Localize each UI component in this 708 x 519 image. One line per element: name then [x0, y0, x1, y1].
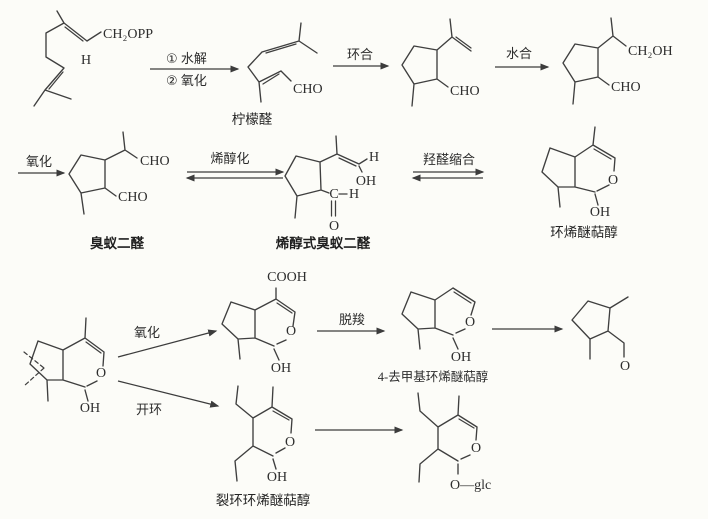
oh-label: OH	[271, 361, 291, 376]
molecule-secoiridoid-glucoside: O O—glc	[417, 392, 491, 493]
enol-oh-label: OH	[356, 174, 376, 189]
carbonyl-o-label: O	[329, 219, 339, 234]
molecule-hydroxy-aldehyde: CH₂OH CHO	[562, 17, 673, 105]
bonds	[33, 10, 102, 107]
bonds	[284, 135, 368, 219]
ring-o-label: O	[285, 435, 295, 450]
double-bonds	[458, 418, 475, 429]
carbonyl-h-label: H	[349, 187, 359, 202]
molecule-geranyl-pp: CH₂OPP H	[33, 10, 153, 107]
step-enolization-label: 烯醇化	[210, 151, 249, 166]
bonds	[29, 317, 105, 402]
enol-h-label: H	[369, 150, 379, 165]
bonds	[417, 392, 478, 483]
cho-label: CHO	[611, 80, 641, 95]
molecule-demethyl-iridoid: O OH 4-去甲基环烯醚萜醇	[378, 287, 488, 384]
arrow-oxidation-branch: 氧化	[117, 325, 218, 358]
ring-o-label: O	[465, 315, 475, 330]
double-bonds	[272, 410, 290, 421]
arrow-ring-opening: 开环	[117, 380, 220, 417]
arrow-hydrolysis-oxidation: ① 水解 ② 氧化	[150, 51, 240, 88]
arrow-hydration: 水合	[495, 46, 550, 71]
ring-o-label: O	[471, 441, 481, 456]
oh-label: OH	[267, 470, 287, 485]
double-bonds	[453, 291, 472, 304]
double-bonds	[276, 302, 293, 314]
molecule-cyclopentane-aldehyde: O	[571, 296, 630, 374]
double-bonds	[262, 43, 297, 85]
arrow-decarboxylation: 脱羧	[317, 312, 386, 335]
cooh-label: COOH	[267, 270, 307, 285]
ring-cho-label: CHO	[118, 190, 148, 205]
bonds	[571, 296, 629, 360]
carbonyl-c-label: C	[329, 187, 338, 202]
ring-cleavage-dashes	[23, 351, 45, 387]
oh-label: OH	[80, 401, 100, 416]
secoiridoid-name: 裂环环烯醚萜醇	[216, 492, 311, 508]
double-bonds	[48, 26, 84, 90]
oglc-label: O—glc	[450, 478, 491, 493]
molecule-iridoid-alcohol: O OH 环烯醚萜醇	[541, 126, 618, 240]
step-oxidation3-label: 氧化	[134, 325, 160, 340]
enol-iridodial-name: 烯醇式臭蚁二醛	[276, 235, 371, 251]
molecule-iridoid-acid: COOH O OH	[221, 270, 307, 376]
step-oxidation2-label: 氧化	[26, 154, 52, 169]
bonds	[541, 126, 616, 208]
side-cho-label: CHO	[140, 154, 170, 169]
double-bonds	[455, 36, 472, 49]
arrow-aldol-condensation: 羟醛缩合	[411, 152, 485, 182]
double-bonds	[330, 157, 357, 217]
molecule-citral: CHO 柠檬醛	[232, 22, 323, 127]
step-hydration-label: 水合	[506, 46, 532, 61]
molecule-iridoid-precursor: O OH	[23, 317, 106, 416]
reaction-arrow	[117, 329, 218, 358]
arrow-cyclization: 环合	[333, 47, 390, 70]
iridoid-alcohol-name: 环烯醚萜醇	[550, 224, 618, 240]
molecule-iridodial: CHO CHO 臭蚁二醛	[68, 131, 170, 251]
step-ring-opening-label: 开环	[136, 402, 162, 417]
arrow-oxidation: 氧化	[18, 154, 66, 177]
step-hydrolysis-label: ① 水解	[166, 51, 207, 66]
step-cyclization-label: 环合	[347, 47, 373, 62]
ch2oh-label: CH₂OH	[628, 44, 673, 59]
molecule-secoiridoid: O OH 裂环环烯醚萜醇	[216, 385, 311, 508]
step-aldol-label: 羟醛缩合	[423, 152, 475, 167]
bonds	[68, 131, 138, 215]
double-bonds	[593, 148, 612, 160]
molecule-cyclized-aldehyde: CHO	[401, 18, 480, 107]
oh-label: OH	[590, 205, 610, 220]
bonds	[562, 17, 627, 105]
cho-label: CHO	[450, 84, 480, 99]
iridodial-name: 臭蚁二醛	[90, 235, 144, 251]
citral-name: 柠檬醛	[232, 112, 273, 127]
bonds	[401, 18, 472, 107]
double-bonds	[85, 341, 102, 354]
demethyl-iridoid-name: 4-去甲基环烯醚萜醇	[378, 369, 488, 384]
ch2opp-label: CH₂OPP	[103, 27, 153, 42]
o-label: O	[620, 359, 630, 374]
arrow-enolization: 烯醇化	[185, 151, 285, 182]
ring-o-label: O	[286, 324, 296, 339]
bonds	[247, 22, 318, 103]
h-label: H	[81, 53, 91, 68]
oh-label: OH	[451, 350, 471, 365]
step-oxidation-label: ② 氧化	[166, 73, 207, 88]
ring-o-label: O	[608, 173, 618, 188]
step-decarboxylation-label: 脱羧	[339, 312, 365, 327]
reaction-arrow	[117, 380, 220, 408]
bonds	[234, 385, 293, 482]
bonds	[221, 287, 296, 361]
molecule-enol-iridodial: H OH C H O 烯醇式臭蚁二醛	[276, 135, 379, 251]
cho-label: CHO	[293, 82, 323, 97]
bonds	[401, 287, 476, 350]
ring-o-label: O	[96, 366, 106, 381]
